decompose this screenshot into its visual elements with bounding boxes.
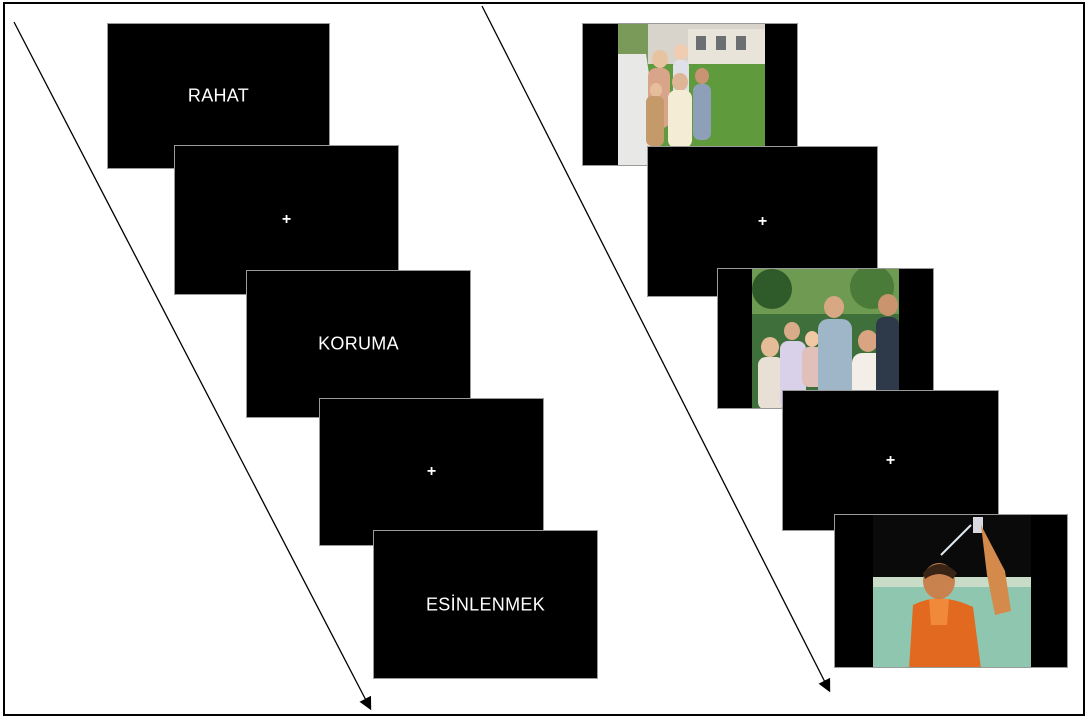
fixation-cross-3: + [648,213,877,231]
drinking-photo-icon [873,515,1031,667]
fixation-cross-1: + [175,211,398,229]
word-label-2: KORUMA [247,334,470,355]
word-label-1: RAHAT [107,86,330,107]
word-screen-2: KORUMA [246,270,471,418]
image-screen-2 [717,268,934,409]
image-screen-3 [834,514,1068,668]
fixation-cross-2: + [320,463,543,481]
word-label-3: ESİNLENMEK [374,594,597,615]
fixation-cross-4: + [783,452,998,470]
fixation-screen-4: + [782,390,999,531]
fixation-screen-2: + [319,398,544,546]
image-screen-1 [582,23,798,166]
word-screen-3: ESİNLENMEK [373,530,598,679]
family-photo-icon [618,24,765,165]
group-photo-icon [752,269,899,408]
